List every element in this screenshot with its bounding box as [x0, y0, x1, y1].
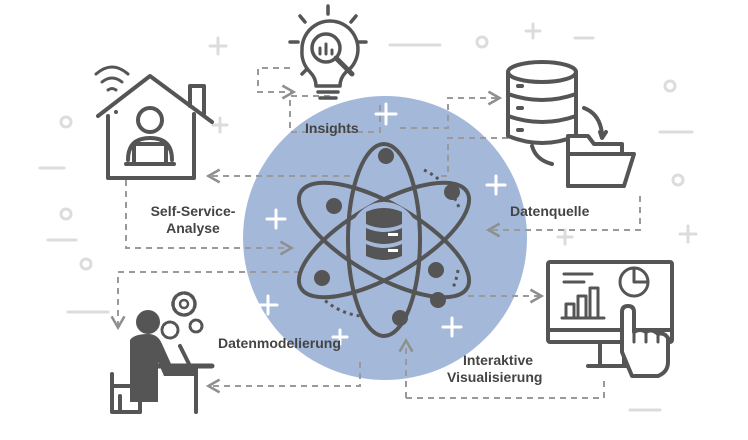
label-interaktive-visualisierung-line2: Visualisierung [447, 369, 543, 385]
circle-plus-decorations [257, 102, 507, 346]
flow-arrows [110, 67, 641, 399]
label-datenquelle: Datenquelle [510, 203, 590, 219]
label-self-service-analyse-line1: Self-Service- [150, 203, 236, 219]
label-self-service-analyse-line2: Analyse [166, 220, 220, 236]
label-insights: Insights [305, 120, 359, 136]
monitor-touch-chart-icon [546, 260, 674, 378]
lightbulb-chart-icon [288, 4, 368, 100]
background-decorations [38, 22, 698, 412]
label-interaktive-visualisierung-line1: Interaktive [463, 352, 534, 368]
house-remote-work-icon [94, 65, 214, 180]
person-at-desk-gears-icon [110, 291, 215, 414]
label-datenmodellierung: Datenmodelierung [218, 335, 341, 351]
atom-database-icon [296, 142, 472, 338]
database-folder-icon [506, 60, 636, 188]
